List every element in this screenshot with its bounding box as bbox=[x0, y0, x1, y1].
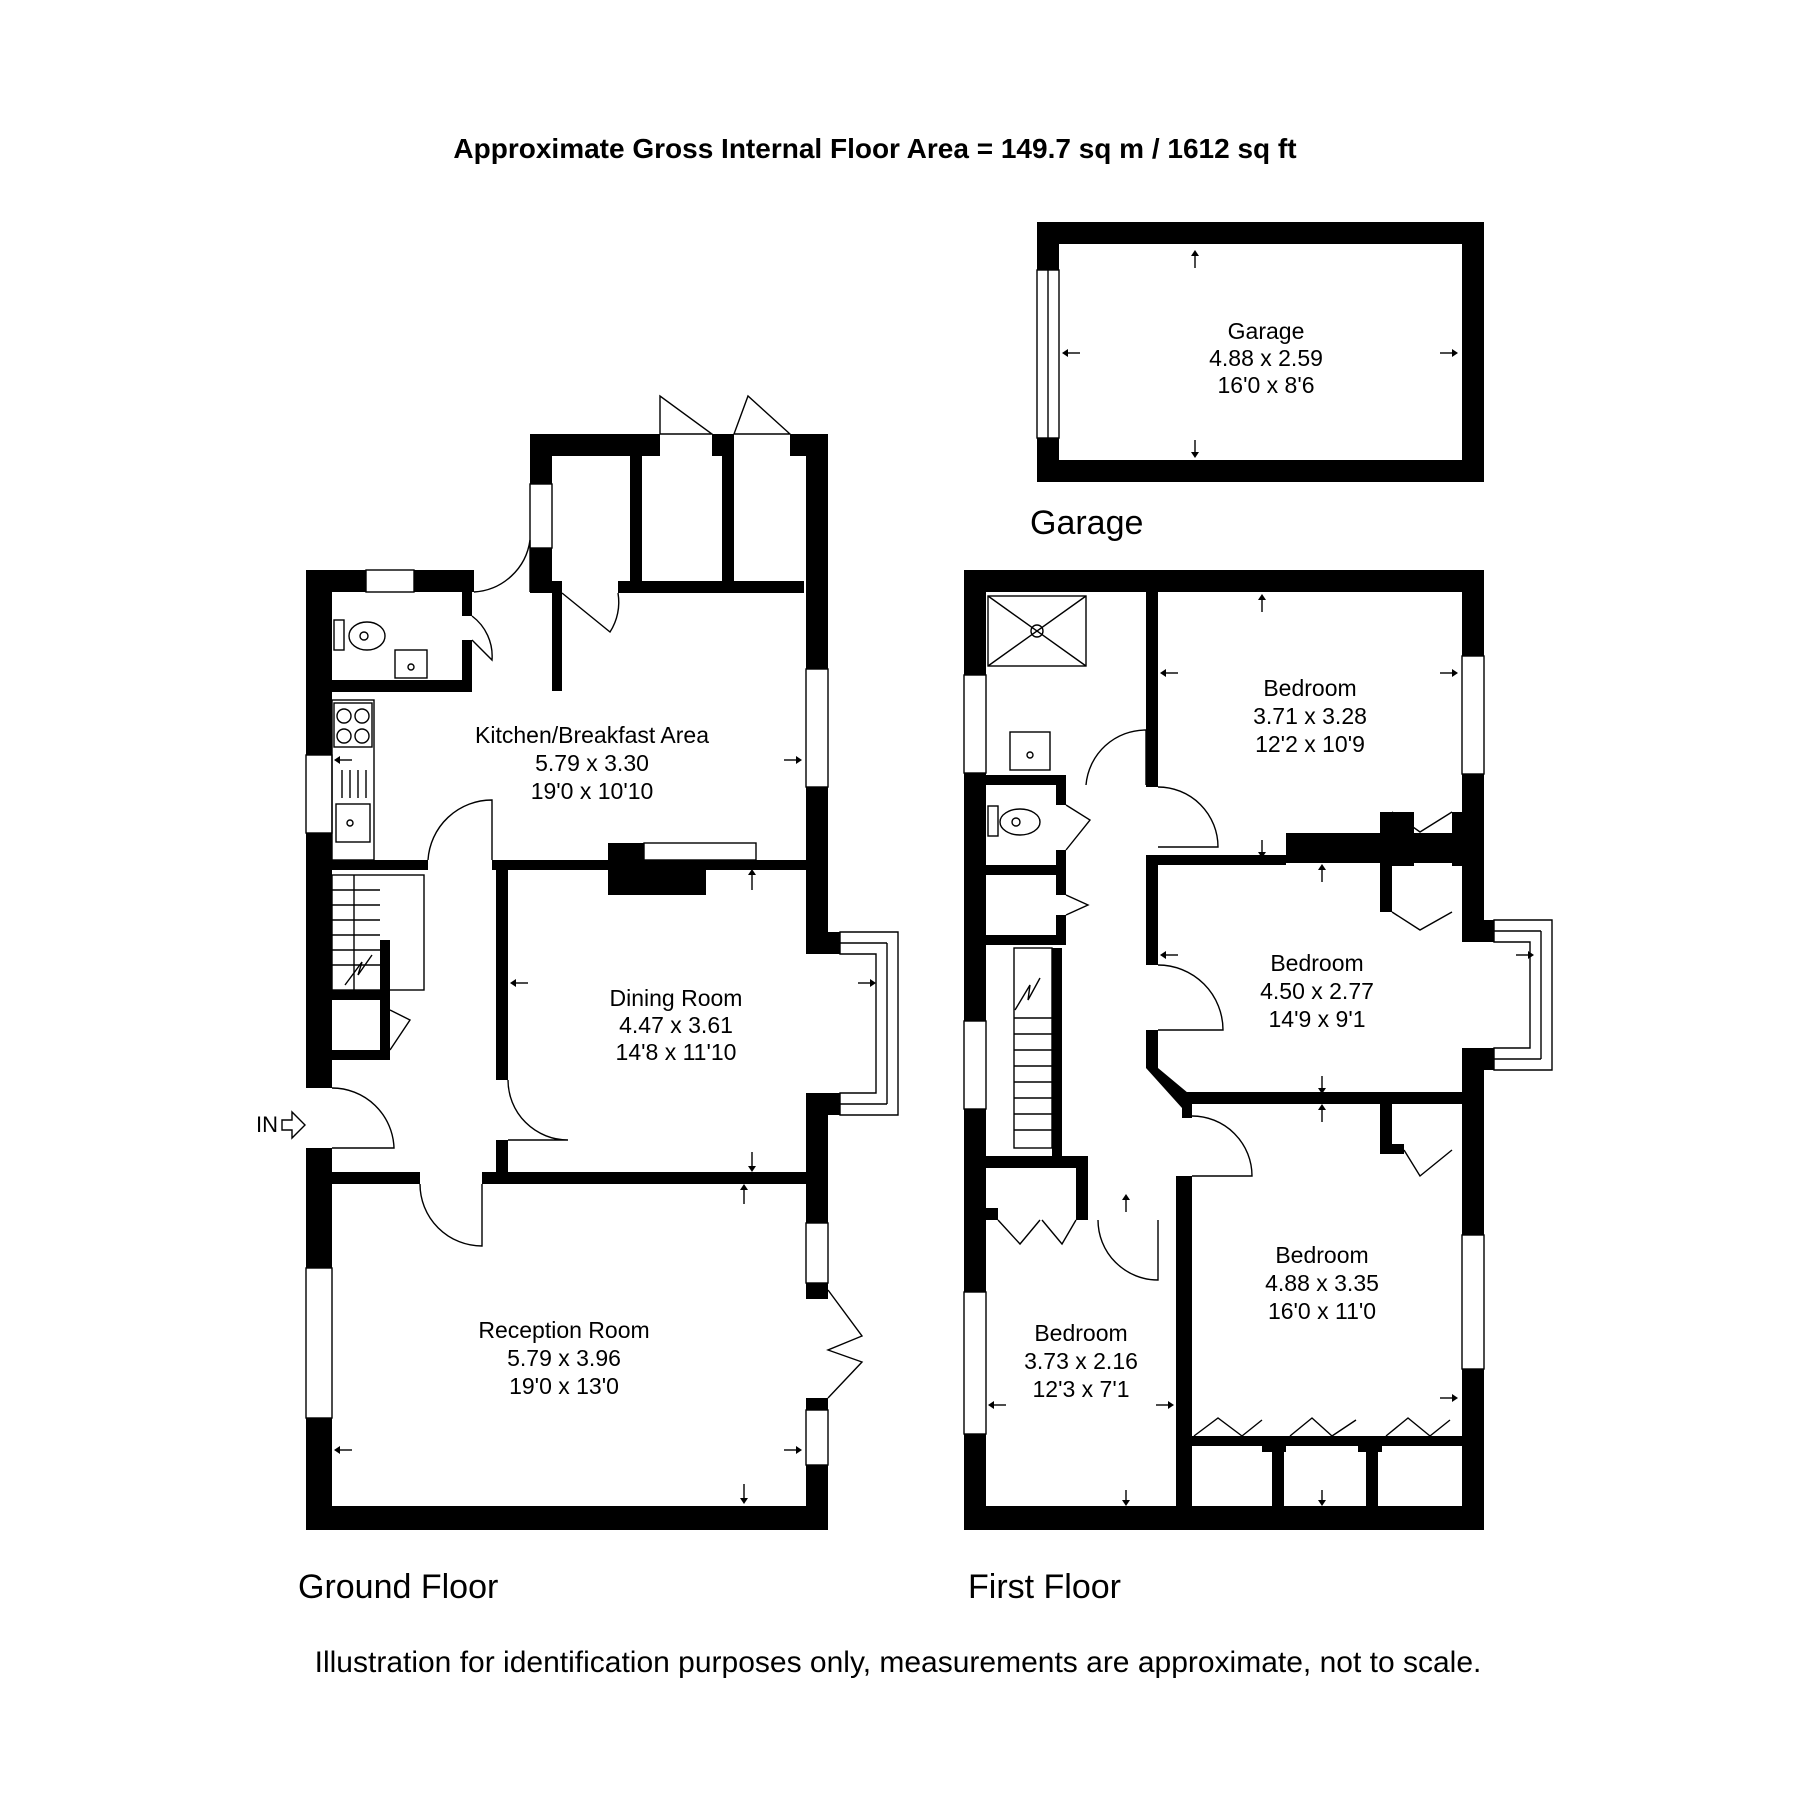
shower-tray bbox=[987, 595, 1087, 667]
room-imperial-size: 12'2 x 10'9 bbox=[1255, 731, 1365, 757]
ground-floor-label: Ground Floor bbox=[298, 1568, 498, 1606]
room-metric-size: 4.47 x 3.61 bbox=[619, 1012, 733, 1038]
room-name: Kitchen/Breakfast Area bbox=[475, 722, 709, 748]
store-door-1 bbox=[659, 394, 715, 435]
entry-label: IN bbox=[256, 1112, 278, 1137]
room-metric-size: 3.73 x 2.16 bbox=[1024, 1348, 1138, 1374]
bedroom-3-door bbox=[1191, 1115, 1253, 1177]
back-door-swing bbox=[473, 539, 531, 593]
bedroom-2-door bbox=[1157, 964, 1224, 1031]
room-metric-size: 3.71 x 3.28 bbox=[1253, 703, 1367, 729]
garage-section-label: Garage bbox=[1030, 504, 1143, 542]
airing-cupboard-door bbox=[1065, 894, 1090, 916]
cupboard-door bbox=[389, 1009, 412, 1051]
kitchen-worktop bbox=[331, 699, 375, 861]
toilet-bowl bbox=[999, 808, 1041, 836]
room-imperial-size: 16'0 x 11'0 bbox=[1268, 1298, 1376, 1324]
room-metric-size: 5.79 x 3.96 bbox=[507, 1345, 621, 1371]
store-door-2 bbox=[732, 394, 792, 435]
room-metric-size: 5.79 x 3.30 bbox=[535, 750, 649, 776]
reception-door bbox=[419, 1183, 483, 1247]
room-metric-size: 4.88 x 2.59 bbox=[1209, 345, 1323, 371]
kitchen-sink bbox=[335, 803, 371, 843]
ground-floor-dimension-arrows bbox=[334, 756, 876, 1504]
bedroom-1-door bbox=[1157, 786, 1219, 848]
dining-door bbox=[507, 1079, 569, 1141]
hall-kitchen-door bbox=[427, 799, 493, 861]
room-metric-size: 4.88 x 3.35 bbox=[1265, 1270, 1379, 1296]
wardrobe-door-1 bbox=[1391, 811, 1453, 833]
wc-door-swing bbox=[471, 615, 493, 662]
bathroom-basin bbox=[1009, 731, 1051, 771]
ground-floor-room-labels: Kitchen/Breakfast Area 5.79 x 3.30 19'0 … bbox=[475, 722, 742, 1399]
wardrobe-door-8 bbox=[1385, 1417, 1451, 1437]
first-floor-label: First Floor bbox=[968, 1568, 1121, 1606]
room-imperial-size: 14'9 x 9'1 bbox=[1268, 1006, 1365, 1032]
room-imperial-size: 19'0 x 13'0 bbox=[509, 1373, 619, 1399]
garage-room-label: Garage 4.88 x 2.59 16'0 x 8'6 bbox=[1209, 318, 1323, 398]
room-name: Bedroom bbox=[1275, 1242, 1368, 1268]
wardrobe-door-4 bbox=[997, 1219, 1041, 1246]
wc-basin bbox=[394, 649, 428, 679]
room-imperial-size: 19'0 x 10'10 bbox=[531, 778, 654, 804]
front-door bbox=[331, 1087, 395, 1149]
room-name: Dining Room bbox=[610, 985, 743, 1011]
room-metric-size: 4.50 x 2.77 bbox=[1260, 978, 1374, 1004]
wardrobe-door-6 bbox=[1193, 1417, 1263, 1437]
toilet-bowl bbox=[348, 621, 386, 651]
first-floor-room-labels: Bedroom 3.71 x 3.28 12'2 x 10'9 Bedroom … bbox=[1024, 675, 1379, 1402]
wardrobe-door-3 bbox=[1403, 1149, 1453, 1178]
room-imperial-size: 16'0 x 8'6 bbox=[1217, 372, 1314, 398]
reception-french-doors bbox=[826, 1289, 864, 1399]
ground-floor-walls bbox=[305, 434, 899, 1530]
bedroom-4-door bbox=[1097, 1219, 1159, 1281]
room-imperial-size: 12'3 x 7'1 bbox=[1032, 1376, 1129, 1402]
garage-dimension-arrows bbox=[1062, 250, 1458, 458]
toilet-cistern bbox=[987, 805, 999, 837]
room-name: Bedroom bbox=[1270, 950, 1363, 976]
wardrobe-door-5 bbox=[1041, 1219, 1077, 1246]
room-name: Bedroom bbox=[1034, 1320, 1127, 1346]
hob bbox=[333, 702, 373, 748]
ground-floor-fixtures bbox=[331, 394, 864, 1399]
wardrobe-door-7 bbox=[1289, 1417, 1357, 1437]
first-floor-walls bbox=[963, 570, 1553, 1530]
room-imperial-size: 14'8 x 11'10 bbox=[616, 1039, 737, 1065]
ground-floor-entry: IN bbox=[256, 1110, 306, 1140]
room-name: Bedroom bbox=[1263, 675, 1356, 701]
first-floor-fixtures bbox=[987, 595, 1453, 1437]
room-name: Reception Room bbox=[478, 1317, 649, 1343]
wc-door bbox=[1065, 804, 1092, 851]
bathroom-door bbox=[1085, 729, 1147, 786]
garage-plan bbox=[1036, 222, 1484, 482]
first-floor-dimension-arrows bbox=[988, 594, 1534, 1506]
first-floor-stairs bbox=[1013, 947, 1053, 1149]
gross-area-heading: Approximate Gross Internal Floor Area = … bbox=[453, 133, 1296, 164]
room-name: Garage bbox=[1228, 318, 1305, 344]
entry-arrow-icon bbox=[281, 1110, 306, 1140]
wardrobe-door-2 bbox=[1391, 911, 1453, 931]
disclaimer: Illustration for identification purposes… bbox=[315, 1646, 1482, 1679]
toilet-cistern bbox=[333, 619, 345, 651]
ground-floor-stairs bbox=[331, 874, 425, 991]
kitchen-door-swing bbox=[561, 592, 620, 634]
